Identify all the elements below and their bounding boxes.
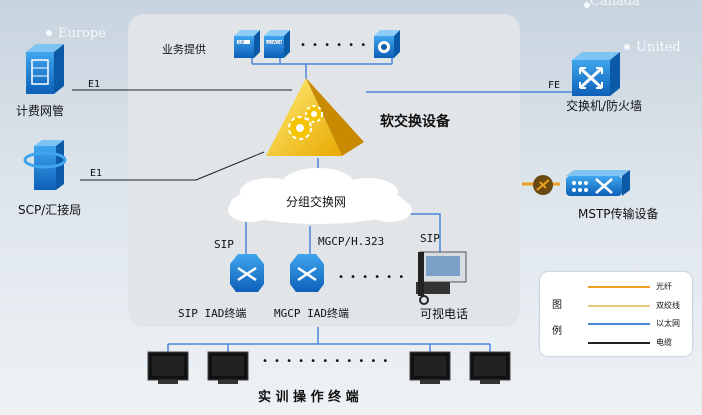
mstp-device-icon bbox=[566, 170, 630, 196]
videophone-protocol-label: SIP bbox=[420, 232, 440, 245]
e1-scp-label: E1 bbox=[90, 168, 103, 179]
connection-lines bbox=[72, 58, 572, 352]
legend-title-char: 图 bbox=[552, 300, 562, 311]
bg-word-united: United bbox=[636, 40, 681, 55]
switch-label: 交换机/防火墙 bbox=[566, 99, 643, 113]
training-ellipsis: • • • • • • • • • • • bbox=[262, 356, 389, 367]
legend-line-cable bbox=[588, 342, 650, 344]
legend-label-fiber: 光纤 bbox=[656, 282, 672, 291]
mgcp-iad-label: MGCP IAD终端 bbox=[274, 307, 349, 320]
terminal-ellipsis: • • • • • • bbox=[338, 272, 405, 283]
fe-label: FE bbox=[548, 80, 561, 91]
scp-server-icon bbox=[23, 140, 67, 190]
e1-scp-rise-line bbox=[195, 151, 265, 181]
legend-label-cable: 电缆 bbox=[656, 338, 672, 347]
switch-icon bbox=[572, 52, 620, 96]
training-label: 实 训 操 作 终 端 bbox=[258, 390, 359, 405]
svg-text:SIP: SIP bbox=[238, 40, 245, 45]
bg-word-europe: Europe bbox=[58, 26, 106, 41]
legend-line-twisted-pair bbox=[588, 305, 650, 307]
e1-billing-label: E1 bbox=[88, 79, 101, 90]
legend-label-twisted-pair: 双绞线 bbox=[656, 301, 680, 310]
monitor-icon bbox=[147, 351, 189, 384]
packet-network-cloud-icon bbox=[228, 168, 412, 224]
bg-word-canada: Canada bbox=[590, 0, 640, 9]
mgcp-iad-icon bbox=[290, 254, 324, 292]
server-icon: LIOWON bbox=[264, 30, 290, 58]
legend-box: 图 例 光纤 双绞线 以太网 电缆 bbox=[540, 272, 692, 356]
video-phone-icon bbox=[416, 251, 467, 305]
monitor-icon bbox=[469, 351, 511, 384]
legend-line-ethernet bbox=[588, 323, 650, 325]
fiber-connector-icon bbox=[533, 175, 553, 195]
softswitch-pyramid-icon bbox=[266, 78, 364, 156]
legend-title-char: 例 bbox=[552, 326, 562, 337]
service-ellipsis: • • • • • • bbox=[300, 40, 367, 51]
billing-server-icon bbox=[26, 44, 64, 94]
server-icon: SIP bbox=[234, 30, 260, 58]
sip-protocol-label: SIP bbox=[214, 238, 234, 251]
mgcp-protocol-label: MGCP/H.323 bbox=[318, 235, 385, 248]
scp-label: SCP/汇接局 bbox=[18, 203, 82, 217]
sip-iad-icon bbox=[230, 254, 264, 292]
service-label: 业务提供 bbox=[162, 43, 206, 56]
legend-label-ethernet: 以太网 bbox=[656, 319, 680, 328]
sip-iad-label: SIP IAD终端 bbox=[178, 307, 247, 320]
softswitch-label: 软交换设备 bbox=[380, 114, 450, 130]
legend-line-fiber bbox=[588, 286, 650, 288]
svg-text:LIOWON: LIOWON bbox=[266, 40, 283, 45]
monitor-icon bbox=[409, 351, 451, 384]
monitor-icon bbox=[207, 351, 249, 384]
videophone-label: 可视电话 bbox=[420, 307, 469, 321]
bg-dot bbox=[624, 44, 630, 50]
network-label: 分组交换网 bbox=[286, 195, 347, 209]
billing-label: 计费网管 bbox=[16, 104, 65, 118]
bg-dot bbox=[46, 30, 52, 36]
mstp-label: MSTP传输设备 bbox=[578, 207, 659, 221]
bg-dot bbox=[584, 2, 590, 8]
server-icon bbox=[374, 30, 400, 58]
